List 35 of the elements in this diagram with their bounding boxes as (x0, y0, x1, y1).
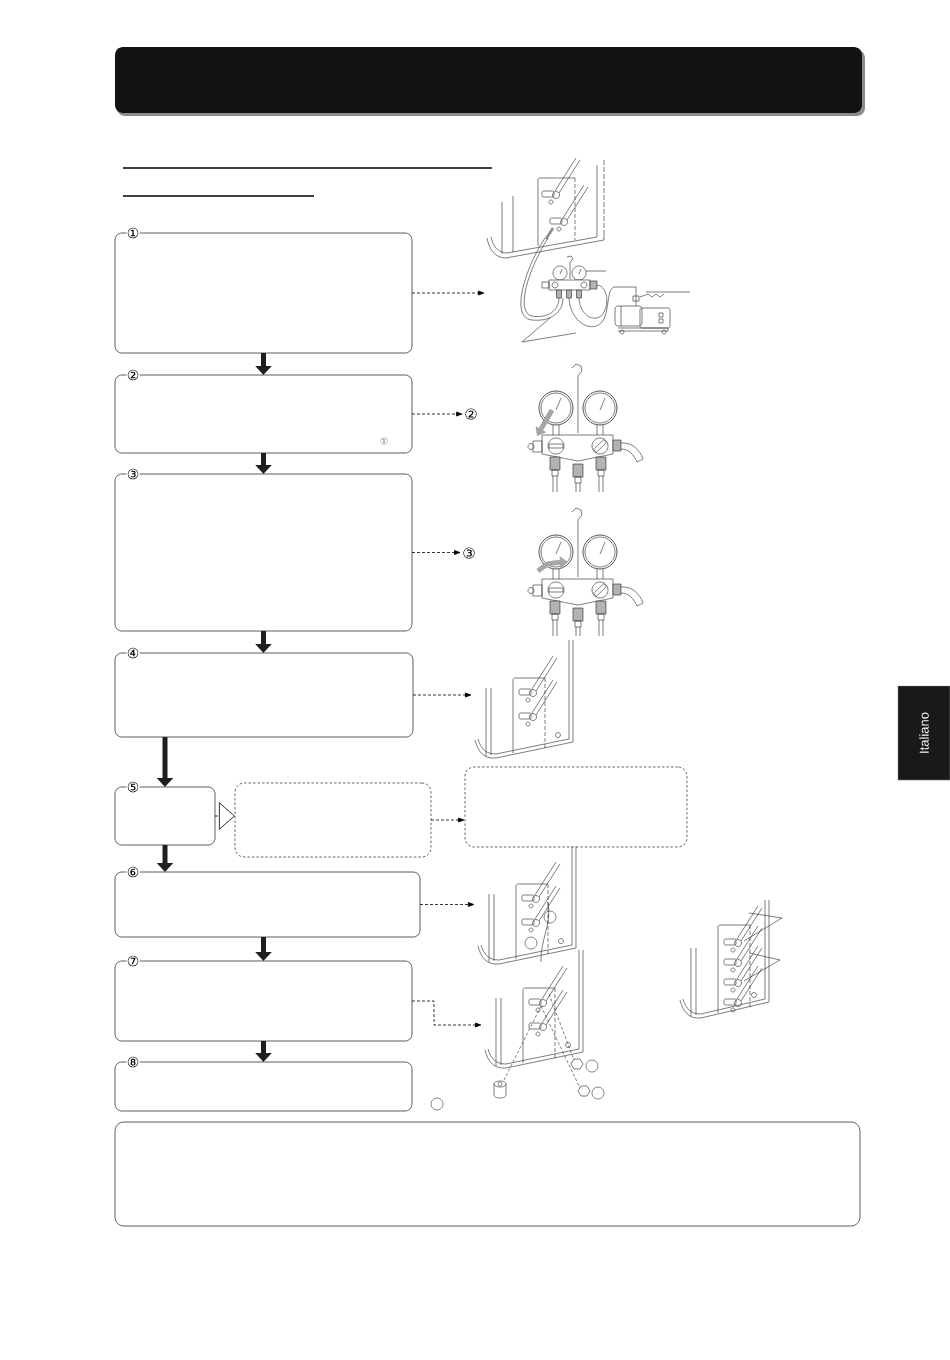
reference-arrow (430, 817, 465, 823)
step-number: ② (126, 369, 140, 381)
dashed-box (464, 766, 688, 848)
vacuum-pump-drawing (486, 157, 691, 343)
step-number: ⑦ (126, 955, 140, 967)
note-box (114, 1121, 861, 1227)
valve-drawing (474, 639, 574, 759)
step-box (114, 781, 216, 846)
reference-arrow (411, 290, 485, 296)
step-box (114, 955, 413, 1042)
step-number: ③ (126, 468, 140, 480)
reference-number: ① (380, 437, 388, 445)
language-tab: Italiano (897, 685, 950, 781)
figure-reference: ③ (463, 547, 475, 559)
step-number: ① (126, 227, 140, 239)
reference-arrow (411, 411, 463, 417)
valve-drawing (484, 949, 591, 1099)
step-box (114, 227, 413, 354)
step-box (114, 866, 421, 938)
step-number: ④ (126, 647, 140, 659)
step-box (114, 647, 414, 738)
step-number: ⑥ (126, 866, 140, 878)
reference-arrow (411, 1000, 482, 1028)
reference-arrow (411, 550, 461, 555)
reference-arrow (412, 692, 472, 698)
reference-arrow (419, 902, 475, 907)
valve-drawing (477, 845, 577, 965)
step-box (114, 468, 413, 632)
step-box (114, 1056, 413, 1112)
figure-reference: ② (465, 408, 477, 420)
dashed-box (234, 782, 432, 858)
step-box (114, 369, 413, 454)
step-number: ⑤ (126, 781, 140, 793)
step-number: ⑧ (126, 1056, 140, 1068)
reference-arrow (214, 802, 235, 830)
